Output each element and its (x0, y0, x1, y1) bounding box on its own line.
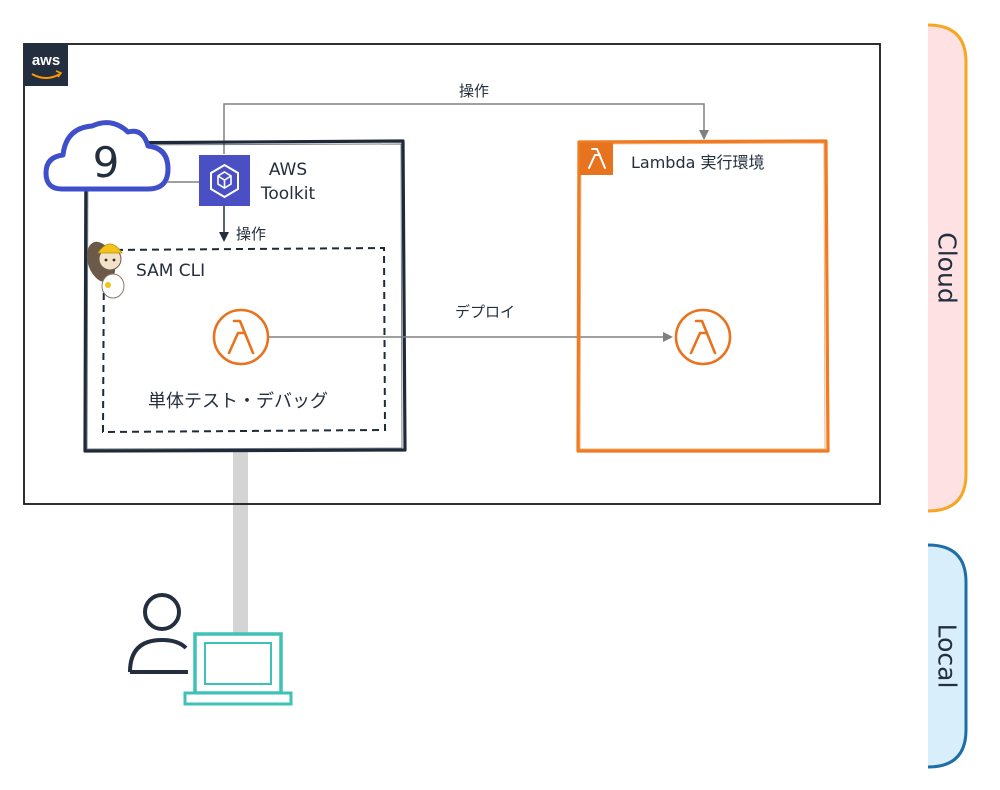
lambda-execution-environment-box (576, 139, 830, 453)
local-region: Local (927, 543, 968, 769)
aws-logo-text: aws (32, 52, 60, 69)
aws-toolkit-icon (199, 155, 250, 206)
cloud-region-label: Cloud (933, 232, 962, 303)
lambda-env-label: Lambda 実行環境 (631, 153, 765, 172)
cloud9-environment-box (83, 139, 407, 453)
local-connection-line (233, 452, 248, 634)
deploy-label: デプロイ (455, 303, 515, 321)
deployed-lambda-function-icon (674, 308, 732, 366)
user-icon (128, 593, 188, 674)
cloud-region: Cloud (927, 23, 968, 513)
toolkit-to-lambda-env-arrow (223, 103, 709, 154)
lambda-env-badge-icon (580, 143, 613, 175)
local-region-label: Local (933, 624, 962, 689)
sam-cli-label: SAM CLI (136, 261, 205, 281)
toolkit-label-line1: AWS (269, 160, 307, 180)
top-operation-label: 操作 (459, 82, 489, 100)
sam-squirrel-icon (86, 241, 125, 299)
aws-cloud-group (23, 43, 881, 505)
cloud9-icon: 9 (43, 120, 171, 192)
cloud9-icon-text: 9 (93, 138, 120, 187)
local-lambda-function-icon (212, 308, 270, 366)
laptop-icon (183, 632, 293, 706)
sam-cli-group (101, 246, 387, 434)
toolkit-label-line2: Toolkit (260, 184, 316, 204)
sam-cli-caption: 単体テスト・デバッグ (148, 391, 328, 412)
toolkit-operation-label: 操作 (236, 225, 266, 243)
aws-logo: aws (24, 44, 68, 86)
